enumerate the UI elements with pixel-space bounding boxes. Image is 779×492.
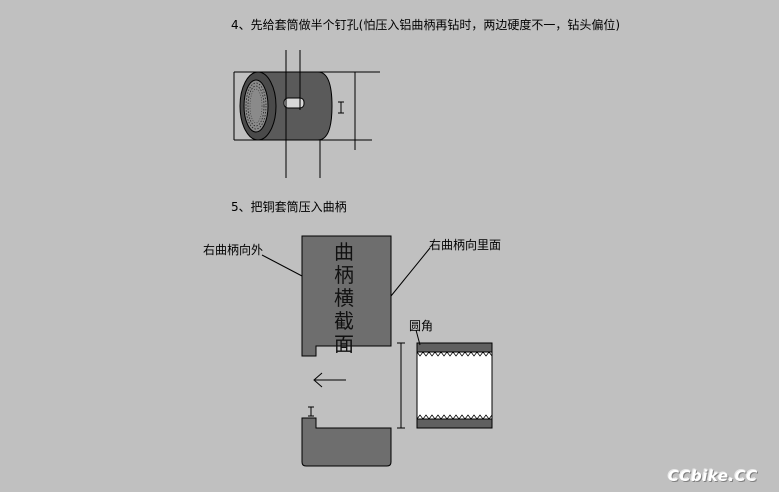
crank-upper-part [301, 235, 392, 357]
crank-section-char: 横 [334, 286, 354, 310]
sleeve-wall-top [416, 342, 493, 353]
crank-cross-section [261, 235, 431, 467]
label-crank-inner: 右曲柄向里面 [429, 238, 502, 252]
label-round-corner: 圆角 [409, 319, 434, 333]
thread-bottom [416, 414, 493, 420]
label-crank-outer: 右曲柄向外 [203, 243, 264, 257]
crank-section-char: 面 [334, 332, 354, 356]
step-4-text: 4、先给套筒做半个钉孔(怕压入铝曲柄再钻时，两边硬度不一，钻头偏位) [231, 18, 621, 32]
crank-section-char: 截 [334, 309, 354, 333]
step-5-text: 5、把铜套筒压入曲柄 [231, 200, 347, 214]
crank-lower-part [301, 417, 392, 467]
crank-section-char: 柄 [334, 263, 354, 287]
sleeve-cross-section [397, 329, 493, 429]
thread-top [416, 351, 493, 357]
sleeve-wall-bottom [416, 418, 493, 429]
watermark-logo: CCbike.CC [668, 467, 758, 485]
half-pin-hole [283, 97, 305, 109]
crank-section-char: 曲 [334, 240, 354, 264]
sleeve-3d-drawing [233, 50, 380, 178]
crank-section-label: 曲 柄 横 截 面 [331, 241, 357, 356]
sleeve-bore [416, 342, 493, 429]
